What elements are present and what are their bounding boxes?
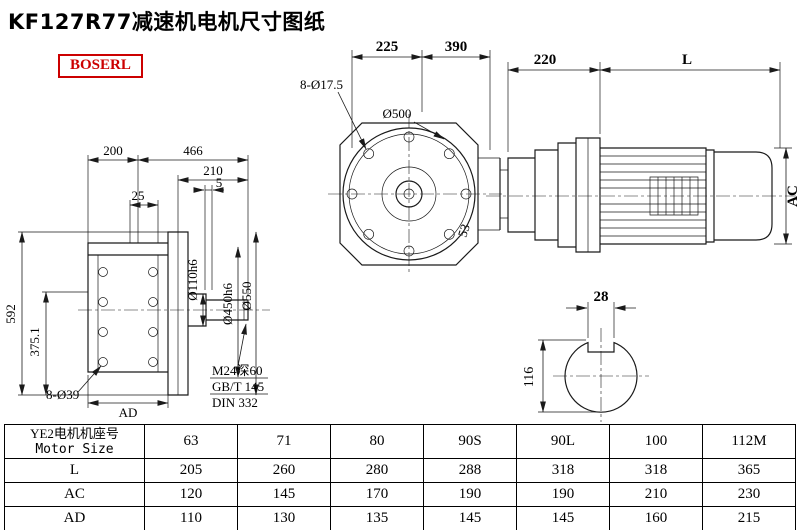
- col-header-63: 63: [144, 424, 238, 459]
- row-label-ad: AD: [4, 506, 145, 530]
- dim-ad-label: AD: [119, 405, 138, 420]
- table-row-l: L 205 260 280 288 318 318 365: [4, 458, 796, 483]
- row-label-l: L: [4, 458, 145, 483]
- cell-ac-112m: 230: [702, 482, 796, 507]
- bolt-hole: [98, 297, 108, 307]
- motor-size-header-cn: YE2电机机座号: [30, 426, 119, 441]
- cell-l-63: 205: [144, 458, 238, 483]
- table-header-row: YE2电机机座号 Motor Size 63 71 80 90S 90L 100…: [4, 424, 796, 459]
- flange-bolt-hole: [363, 148, 375, 160]
- cell-ad-90s: 145: [423, 506, 517, 530]
- cell-ad-71: 130: [237, 506, 331, 530]
- dim-390-label: 390: [445, 39, 468, 55]
- flange-bolt-hole: [363, 228, 375, 240]
- shaft-section-view: 28 116: [522, 289, 649, 422]
- dim-l-label: L: [682, 52, 692, 68]
- cell-ac-90l: 190: [516, 482, 610, 507]
- cell-ac-90s: 190: [423, 482, 517, 507]
- bolt-note-39-label: 8-Ø39: [46, 387, 79, 402]
- dim-200-label: 200: [103, 143, 123, 158]
- dim-210-label: 210: [203, 163, 223, 178]
- bolt-note-175-label: 8-Ø17.5: [300, 77, 343, 92]
- flange-bolt-hole: [443, 148, 455, 160]
- bolt-hole: [148, 327, 158, 337]
- flange-bolt-hole: [443, 228, 455, 240]
- front-view: 225 390 8-Ø17.5 Ø500 53: [300, 39, 508, 274]
- cell-l-80: 280: [330, 458, 424, 483]
- col-header-112m: 112M: [702, 424, 796, 459]
- col-header-100: 100: [609, 424, 703, 459]
- bolt-hole: [148, 267, 158, 277]
- note-din-label: DIN 332: [212, 395, 258, 410]
- cell-ac-63: 120: [144, 482, 238, 507]
- cell-l-112m: 365: [702, 458, 796, 483]
- dimension-drawing: 200 466 210 5 25 592 375.1 8-Ø39 AD Ø110…: [3, 39, 800, 422]
- note-m24-label: M24深60: [212, 363, 263, 378]
- col-header-90s: 90S: [423, 424, 517, 459]
- col-header-90l: 90L: [516, 424, 610, 459]
- dia-110-label: Ø110h6: [185, 259, 200, 301]
- cell-ac-71: 145: [237, 482, 331, 507]
- cell-ad-80: 135: [330, 506, 424, 530]
- row-label-ac: AC: [4, 482, 145, 507]
- dim-592-label: 592: [3, 304, 18, 324]
- note-gbt-label: GB/T 145: [212, 379, 264, 394]
- col-header-80: 80: [330, 424, 424, 459]
- dim-5-label: 5: [216, 175, 223, 190]
- brand-badge: BOSERL: [58, 54, 143, 78]
- cell-l-90s: 288: [423, 458, 517, 483]
- bolt-hole: [98, 327, 108, 337]
- dim-28-label: 28: [594, 289, 609, 305]
- dim-220-label: 220: [534, 52, 557, 68]
- cell-l-100: 318: [609, 458, 703, 483]
- dim-53-label: 53: [455, 222, 473, 239]
- cell-ad-63: 110: [144, 506, 238, 530]
- dia-500-label: Ø500: [383, 106, 412, 121]
- table-row-ad: AD 110 130 135 145 145 160 215: [4, 506, 796, 530]
- motor-size-table: YE2电机机座号 Motor Size 63 71 80 90S 90L 100…: [4, 424, 796, 530]
- cell-l-71: 260: [237, 458, 331, 483]
- dim-25-label: 25: [132, 188, 145, 203]
- table-row-ac: AC 120 145 170 190 190 210 230: [4, 482, 796, 507]
- bolt-hole: [148, 357, 158, 367]
- dim-466-label: 466: [183, 143, 203, 158]
- bolt-hole: [98, 267, 108, 277]
- cell-ad-112m: 215: [702, 506, 796, 530]
- page-title: KF127R77减速机电机尺寸图纸: [8, 10, 326, 34]
- motor-view: 220 L AC: [486, 52, 800, 253]
- dim-ac-label: AC: [785, 185, 800, 207]
- col-header-71: 71: [237, 424, 331, 459]
- cell-ad-100: 160: [609, 506, 703, 530]
- dia-550-label: Ø550: [239, 282, 254, 311]
- cell-ac-80: 170: [330, 482, 424, 507]
- dim-116-label: 116: [522, 367, 537, 387]
- motor-size-header-en: Motor Size: [35, 442, 114, 457]
- dia-450-label: Ø450h6: [220, 283, 235, 325]
- bolt-hole: [98, 357, 108, 367]
- side-view: 200 466 210 5 25 592 375.1 8-Ø39 AD Ø110…: [3, 143, 270, 420]
- cell-ad-90l: 145: [516, 506, 610, 530]
- cell-l-90l: 318: [516, 458, 610, 483]
- bolt-hole: [148, 297, 158, 307]
- dim-225-label: 225: [376, 39, 399, 55]
- motor-size-header-cell: YE2电机机座号 Motor Size: [4, 424, 145, 459]
- cell-ac-100: 210: [609, 482, 703, 507]
- dim-375-label: 375.1: [27, 327, 42, 356]
